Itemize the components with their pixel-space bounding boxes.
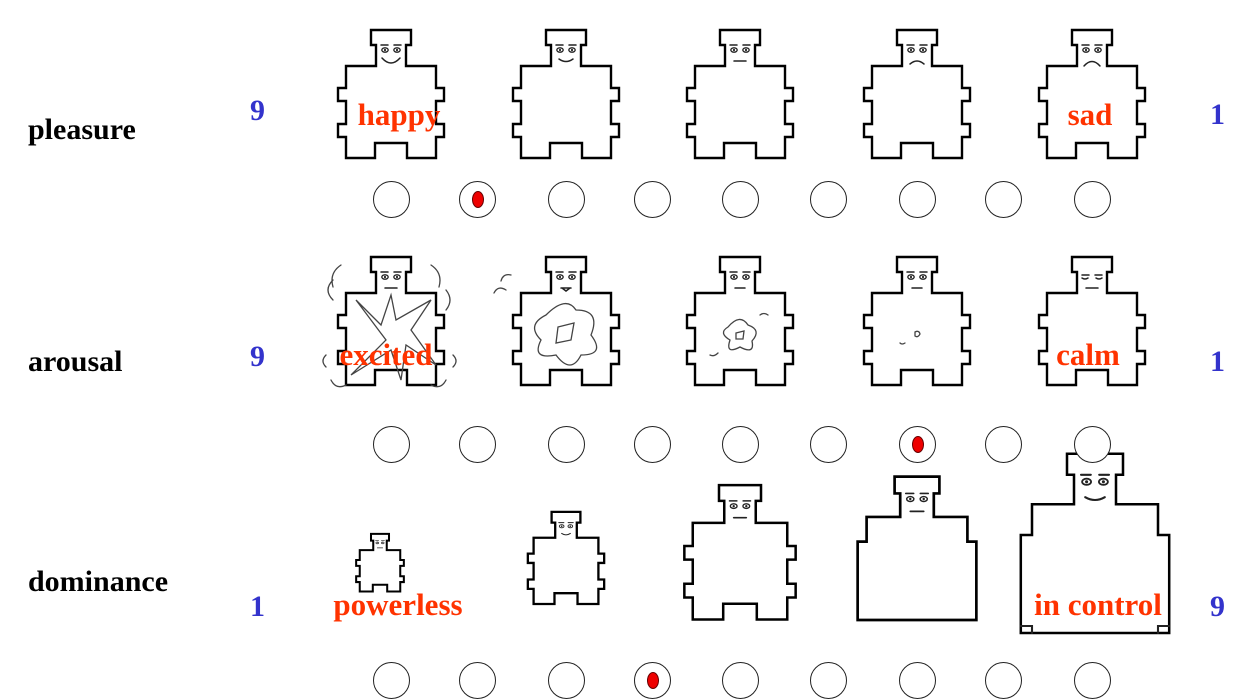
arousal-rating-option-5[interactable] [722, 426, 759, 463]
pleasure-rating-option-7[interactable] [899, 181, 936, 218]
dominance-figure-2-icon [528, 512, 604, 604]
dominance-figure-1-icon [356, 534, 404, 592]
arousal-rating-option-2[interactable] [459, 426, 496, 463]
arousal-rating-option-3[interactable] [548, 426, 585, 463]
arousal-left-word: excited [340, 337, 433, 373]
arousal-rating-option-6[interactable] [810, 426, 847, 463]
arousal-rating-option-1[interactable] [373, 426, 410, 463]
arousal-figure-2-icon [494, 257, 619, 385]
dominance-figure-4-icon [858, 477, 977, 620]
dominance-figure-3-icon [684, 485, 795, 619]
pleasure-figure-1-icon [338, 30, 444, 158]
dominance-rating-option-2[interactable] [459, 662, 496, 699]
dominance-right-word: in control [1034, 587, 1162, 623]
arousal-rating-option-7[interactable] [899, 426, 936, 463]
pleasure-rating-option-1[interactable] [373, 181, 410, 218]
pleasure-rating-option-5[interactable] [722, 181, 759, 218]
selected-marker-icon [647, 672, 659, 689]
pleasure-rating-option-8[interactable] [985, 181, 1022, 218]
arousal-right-word: calm [1056, 337, 1120, 373]
pleasure-rating-option-6[interactable] [810, 181, 847, 218]
arousal-figure-3-icon [687, 257, 793, 385]
arousal-rating-option-9[interactable] [1074, 426, 1111, 463]
dominance-rating-option-8[interactable] [985, 662, 1022, 699]
pleasure-figure-2-icon [513, 30, 619, 158]
selected-marker-icon [912, 436, 924, 453]
arousal-figure-4-icon [864, 257, 970, 385]
dominance-rating-option-4[interactable] [634, 662, 671, 699]
dominance-rating-option-9[interactable] [1074, 662, 1111, 699]
arousal-rating-option-4[interactable] [634, 426, 671, 463]
pleasure-rating-option-4[interactable] [634, 181, 671, 218]
pleasure-right-word: sad [1068, 97, 1113, 133]
pleasure-rating-option-2[interactable] [459, 181, 496, 218]
dominance-rating-option-6[interactable] [810, 662, 847, 699]
pleasure-figure-3-icon [687, 30, 793, 158]
selected-marker-icon [472, 191, 484, 208]
pleasure-rating-option-9[interactable] [1074, 181, 1111, 218]
arousal-rating-option-8[interactable] [985, 426, 1022, 463]
dominance-left-word: powerless [333, 587, 462, 623]
dominance-rating-option-1[interactable] [373, 662, 410, 699]
pleasure-figure-4-icon [864, 30, 970, 158]
dominance-rating-option-7[interactable] [899, 662, 936, 699]
pleasure-left-word: happy [358, 97, 441, 133]
dominance-rating-option-3[interactable] [548, 662, 585, 699]
dominance-rating-option-5[interactable] [722, 662, 759, 699]
pleasure-rating-option-3[interactable] [548, 181, 585, 218]
pleasure-figure-5-icon [1039, 30, 1145, 158]
